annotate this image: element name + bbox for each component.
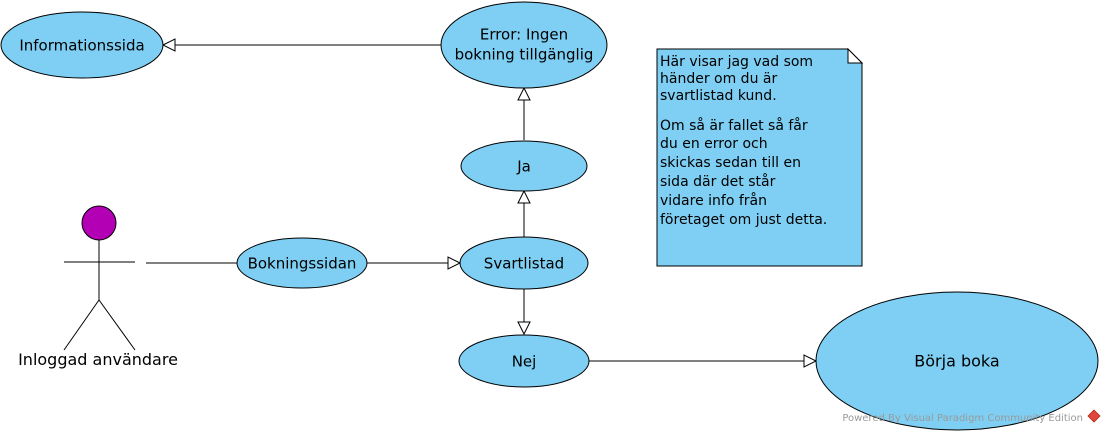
actor-inloggad-anvandare[interactable]: Inloggad användare bbox=[18, 205, 178, 369]
use-case-informationssida-label: Informationssida bbox=[19, 37, 144, 55]
use-case-error-shape bbox=[440, 1, 608, 89]
note-line-6: skickas sedan till en bbox=[660, 155, 801, 171]
use-case-error-label-line2: bokning tillgänglig bbox=[455, 46, 594, 64]
use-case-error-label-line1: Error: Ingen bbox=[480, 26, 568, 44]
arrowhead-nej bbox=[517, 321, 531, 336]
use-case-svartlistad-label: Svartlistad bbox=[484, 255, 564, 273]
use-case-ja[interactable]: Ja bbox=[460, 140, 588, 192]
note-fold-corner bbox=[847, 47, 864, 64]
arrowhead-informationssida bbox=[161, 38, 176, 52]
actor-head bbox=[81, 205, 117, 241]
edges bbox=[146, 38, 818, 368]
use-case-informationssida[interactable]: Informationssida bbox=[0, 11, 164, 79]
use-case-borja-boka-shape bbox=[815, 291, 1099, 431]
note-line-4: Om så är fallet så får bbox=[660, 117, 808, 134]
use-case-bokningssidan[interactable]: Bokningssidan bbox=[236, 237, 368, 289]
note-line-2: händer om du är bbox=[660, 71, 777, 87]
use-case-error[interactable]: Error: Ingen bokning tillgänglig bbox=[440, 1, 608, 89]
note-line-1: Här visar jag vad som bbox=[660, 54, 813, 70]
note-line-7: sida där det står bbox=[660, 173, 776, 190]
note-line-3: svartlistad kund. bbox=[660, 88, 777, 104]
arrowhead-svartlistad bbox=[447, 256, 462, 270]
arrowhead-error bbox=[517, 86, 531, 101]
actor-left-leg bbox=[63, 299, 100, 351]
visual-paradigm-logo-icon bbox=[1087, 409, 1101, 423]
use-case-svartlistad-shape bbox=[459, 236, 589, 290]
use-case-borja-boka[interactable]: Börja boka bbox=[815, 291, 1099, 431]
use-case-svartlistad[interactable]: Svartlistad bbox=[459, 236, 589, 290]
note-line-5: du en error och bbox=[660, 136, 768, 152]
note-shape bbox=[656, 48, 863, 267]
use-case-informationssida-shape bbox=[0, 11, 164, 79]
use-case-nej-label: Nej bbox=[512, 353, 537, 371]
actor-label: Inloggad användare bbox=[18, 350, 178, 369]
watermark: Powered By Visual Paradigm Community Edi… bbox=[842, 409, 1101, 424]
arrowhead-ja bbox=[517, 189, 531, 204]
use-case-ja-shape bbox=[460, 140, 588, 192]
note-line-9: företaget om just detta. bbox=[660, 212, 827, 228]
use-case-bokningssidan-label: Bokningssidan bbox=[248, 255, 357, 273]
use-case-ja-label: Ja bbox=[516, 158, 531, 176]
actor-right-leg bbox=[98, 299, 136, 351]
use-case-nej[interactable]: Nej bbox=[458, 334, 590, 388]
note[interactable]: Här visar jag vad som händer om du är sv… bbox=[656, 47, 864, 267]
note-line-8: vidare info från bbox=[660, 192, 767, 209]
use-case-borja-boka-label: Börja boka bbox=[914, 352, 999, 371]
watermark-text: Powered By Visual Paradigm Community Edi… bbox=[842, 413, 1083, 424]
arrowhead-borja-boka bbox=[803, 354, 818, 368]
use-case-bokningssidan-shape bbox=[236, 237, 368, 289]
use-case-nej-shape bbox=[458, 334, 590, 388]
